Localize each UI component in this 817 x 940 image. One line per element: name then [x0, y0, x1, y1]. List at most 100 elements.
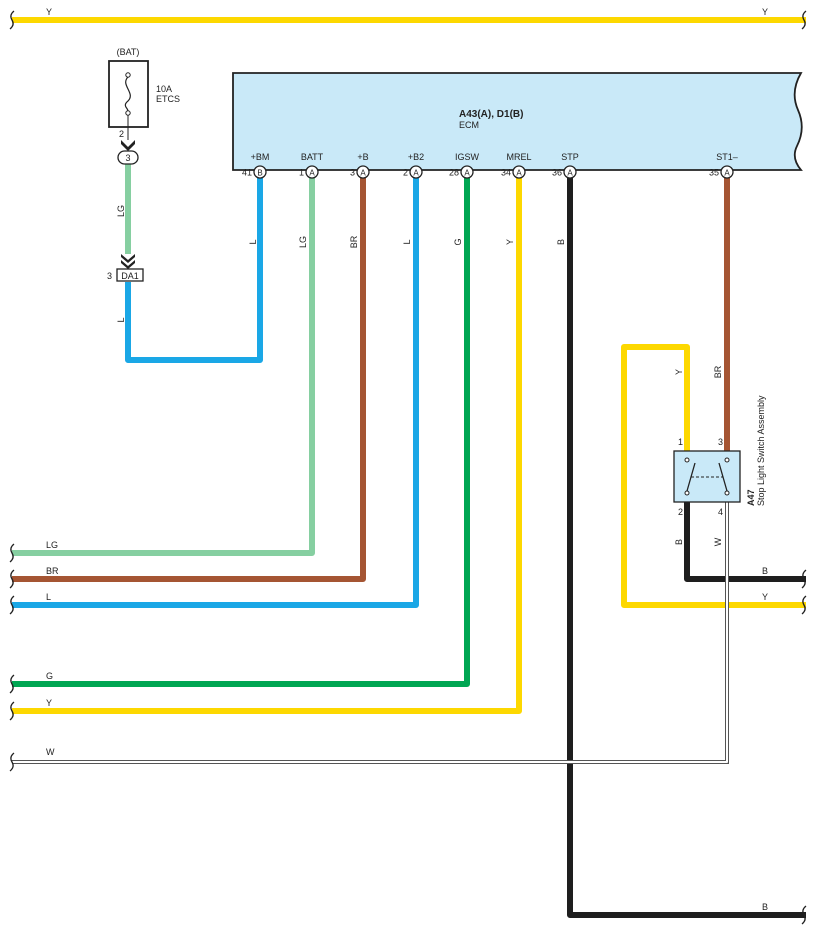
switch-pin-1: 1 — [678, 437, 683, 447]
ecm-pin-conn-bm: B — [257, 169, 262, 178]
wire-breaks — [9, 10, 807, 925]
ecm-pin-label-st1: ST1– — [716, 152, 738, 162]
ecm-pin-number-mrel: 34 — [501, 168, 511, 178]
ecm-pin-label-b: +B — [357, 152, 368, 162]
break-mark-right-y — [801, 595, 807, 615]
fuse: (BAT) 10A ETCS 2 3 — [108, 47, 180, 165]
ecm-pin-terminal-igsw — [460, 165, 474, 179]
switch-terminal-1 — [684, 457, 690, 463]
ecm-pin-conn-b: A — [360, 169, 366, 178]
label-stp: B — [556, 239, 566, 245]
break-mark-right-b — [801, 569, 807, 589]
ecm-pin-number-bm: 41 — [242, 168, 252, 178]
label-left-y: Y — [46, 698, 52, 708]
label-left-w: W — [46, 747, 55, 757]
label-batt: LG — [298, 236, 308, 248]
label-left-l: L — [46, 592, 51, 602]
switch-name: Stop Light Switch Assembly — [756, 395, 766, 506]
fuse-element-icon — [124, 76, 131, 112]
switch-terminal-2 — [684, 490, 690, 496]
label-top-left: Y — [46, 7, 52, 17]
ecm-pin-conn-mrel: A — [516, 169, 522, 178]
fuse-rating: 10A — [156, 84, 172, 94]
wire-mrel — [12, 178, 522, 714]
junction-pin: 3 — [107, 271, 112, 281]
wire-batt — [12, 178, 315, 556]
ecm-pin-terminal-mrel — [512, 165, 526, 179]
ecm-pin-label-batt: BATT — [301, 152, 324, 162]
break-mark-top-right — [801, 10, 807, 30]
ecm-pin-conn-st1: A — [724, 169, 730, 178]
break-mark-left-br — [9, 569, 15, 589]
ecm-pin-number-b: 3 — [350, 168, 355, 178]
label-plus-b: BR — [349, 235, 359, 248]
break-mark-left-l — [9, 595, 15, 615]
wire-plus-b — [12, 178, 366, 582]
label-mrel: Y — [505, 239, 515, 245]
ecm-pin-number-igsw: 28 — [449, 168, 459, 178]
label-left-lg: LG — [46, 540, 58, 550]
ecm-pin-number-stp: 36 — [552, 168, 562, 178]
break-mark-left-w — [9, 752, 15, 772]
label-igsw: G — [453, 238, 463, 245]
break-mark-left-lg — [9, 543, 15, 563]
fuse-connector-chevron-icon — [121, 140, 135, 151]
ecm-pin-conn-b2: A — [413, 169, 419, 178]
ecm-pin-label-igsw: IGSW — [455, 152, 480, 162]
ecm-pin-number-st1: 35 — [709, 168, 719, 178]
ecm-body — [232, 72, 803, 171]
wire-da1-to-bm — [125, 178, 263, 363]
wire-switch-pin2 — [684, 500, 806, 582]
label-sw-pin2: B — [674, 539, 684, 545]
label-left-br: BR — [46, 566, 59, 576]
switch-pin-4: 4 — [718, 507, 723, 517]
ecm-pin-number-batt: 1 — [299, 168, 304, 178]
junction-name: DA1 — [121, 271, 139, 281]
ecm-pin-terminal-batt — [305, 165, 319, 179]
break-mark-left-y — [9, 701, 15, 721]
label-fuse-da1: LG — [116, 205, 126, 217]
junction-box — [116, 268, 144, 282]
ecm-connectors: A43(A), D1(B) — [459, 109, 523, 120]
ecm-pin-terminal-stp — [563, 165, 577, 179]
ecm-pin-terminal-bm — [253, 165, 267, 179]
ecm-pin-terminal-b — [356, 165, 370, 179]
label-right-b: B — [762, 566, 768, 576]
break-mark-top-left — [9, 10, 15, 30]
label-bm: L — [248, 239, 258, 244]
wire-switch-pin4-outline — [12, 500, 729, 764]
fuse-connector — [117, 150, 139, 165]
fuse-source: (BAT) — [117, 47, 140, 57]
stop-light-switch: 1 3 2 4 A47 Stop Light Switch Assembly — [673, 395, 766, 517]
ecm-pin-terminal-b2 — [409, 165, 423, 179]
ecm-name: ECM — [459, 120, 479, 130]
label-st1: BR — [713, 365, 723, 378]
switch-id: A47 — [746, 489, 756, 506]
label-da1-out: L — [116, 317, 126, 322]
ecm-pins: +BMB41BATTA1+BA3+B2A2IGSWA28MRELA34STPA3… — [242, 152, 738, 179]
wire-switch-pin1 — [621, 344, 806, 608]
ecm-pin-label-mrel: MREL — [506, 152, 531, 162]
break-mark-bottom-b — [801, 905, 807, 925]
fuse-terminal-top — [125, 72, 131, 78]
label-plus-b2: L — [402, 239, 412, 244]
fuse-pin: 2 — [119, 129, 124, 139]
wire-labels: Y Y LG L L LG BR L G Y B BR Y B W LG BR … — [46, 7, 768, 912]
ecm-pin-label-bm: +BM — [251, 152, 270, 162]
junction-chevron-icon — [121, 254, 135, 269]
label-bottom-b: B — [762, 902, 768, 912]
label-top-right: Y — [762, 7, 768, 17]
fuse-terminal-bottom — [125, 110, 131, 116]
switch-terminal-3 — [724, 457, 730, 463]
label-sw-pin1: Y — [674, 369, 684, 375]
ecm-pin-label-b2: +B2 — [408, 152, 424, 162]
wire-igsw — [12, 178, 470, 687]
wire-switch-pin4 — [12, 500, 728, 763]
ecm-pin-conn-igsw: A — [464, 169, 470, 178]
switch-terminal-4 — [724, 490, 730, 496]
ecm-pin-conn-batt: A — [309, 169, 315, 178]
ecm-pin-label-stp: STP — [561, 152, 579, 162]
label-left-g: G — [46, 671, 53, 681]
wire-stp — [567, 178, 806, 918]
